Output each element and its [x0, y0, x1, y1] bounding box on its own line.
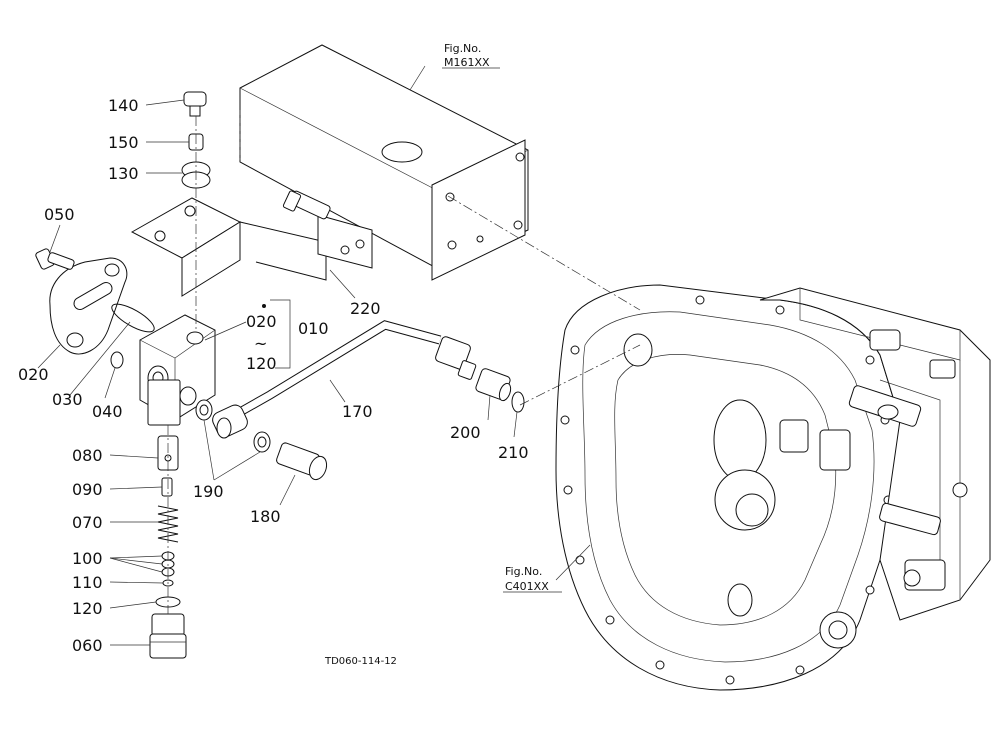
- callout-120: 120: [72, 599, 103, 618]
- callout-180: 180: [250, 507, 281, 526]
- callout-range-tilde: ~: [254, 334, 267, 353]
- callout-020-range-start: 020: [246, 312, 277, 331]
- adapter-200: [475, 368, 512, 402]
- callout-140: 140: [108, 96, 139, 115]
- callout-030: 030: [52, 390, 83, 409]
- callout-210: 210: [498, 443, 529, 462]
- banjo-bolt-180: [276, 442, 328, 481]
- callout-220: 220: [350, 299, 381, 318]
- callout-190: 190: [193, 482, 224, 501]
- pin-090: [161, 477, 173, 497]
- bracket-220: [130, 190, 373, 297]
- washers-190: [195, 399, 271, 453]
- leader-lines: [37, 65, 591, 646]
- valve-body-010: [139, 314, 216, 426]
- fig-ref-m161-line1: Fig.No.: [444, 42, 481, 55]
- pipe-170: [212, 320, 477, 439]
- plug-060: [149, 613, 187, 659]
- callout-150: 150: [108, 133, 139, 152]
- callout-060: 060: [72, 636, 103, 655]
- bolt-050: [35, 248, 75, 270]
- frame-bracket-m161: [239, 44, 529, 281]
- oring-210: [511, 391, 525, 413]
- transmission-housing-c401: [555, 284, 991, 691]
- callout-050: 050: [44, 205, 75, 224]
- document-code: TD060-114-12: [324, 656, 397, 667]
- callout-110: 110: [72, 573, 103, 592]
- fig-ref-c401-line1: Fig.No.: [505, 565, 542, 578]
- flange-020: [49, 257, 128, 355]
- plug-140: [183, 91, 207, 117]
- callout-070: 070: [72, 513, 103, 532]
- oring-040: [110, 351, 124, 369]
- fig-ref-c401-line2: C401XX: [505, 580, 549, 593]
- callout-010: 010: [298, 319, 329, 338]
- oring-030: [111, 303, 155, 333]
- callout-090: 090: [72, 480, 103, 499]
- callout-080: 080: [72, 446, 103, 465]
- callout-170: 170: [342, 402, 373, 421]
- callout-020: 020: [18, 365, 49, 384]
- callout-100: 100: [72, 549, 103, 568]
- callout-130: 130: [108, 164, 139, 183]
- callout-120-range-end: 120: [246, 354, 277, 373]
- callout-200: 200: [450, 423, 481, 442]
- callout-040: 040: [92, 402, 123, 421]
- fig-ref-m161-line2: M161XX: [444, 56, 490, 69]
